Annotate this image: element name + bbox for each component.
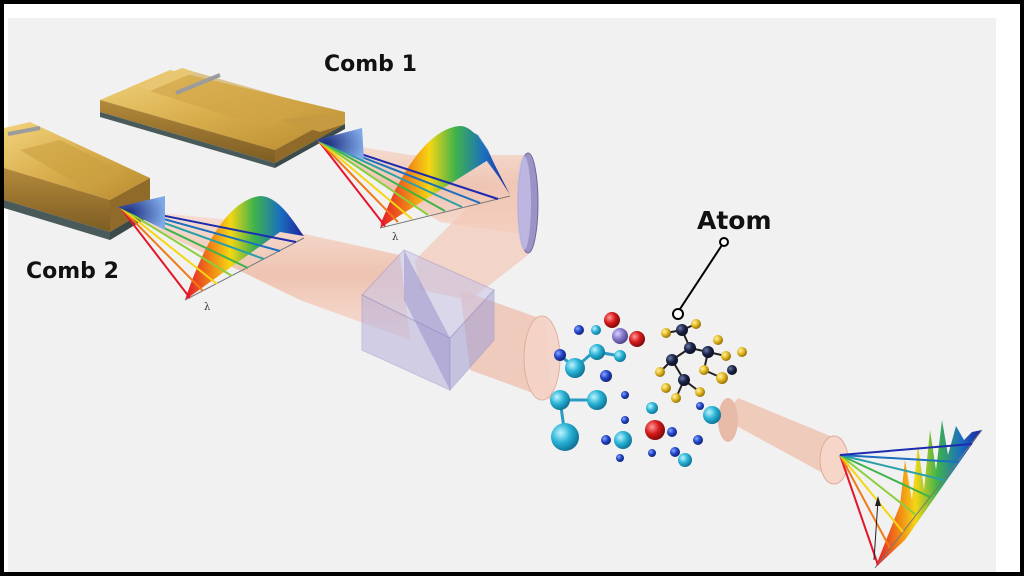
beamsplitter-cube bbox=[361, 249, 495, 392]
atom-pointer bbox=[672, 237, 729, 320]
comb2-label: Comb 2 bbox=[26, 259, 119, 284]
molecules bbox=[550, 312, 747, 467]
combined-beam-face bbox=[523, 315, 561, 401]
comb1-lambda-label: λ bbox=[392, 232, 399, 243]
comb1-label: Comb 1 bbox=[324, 52, 417, 77]
comb1-chip bbox=[100, 68, 345, 168]
comb2-spectrum-fan: λ bbox=[118, 196, 305, 313]
comb1-cone bbox=[316, 128, 364, 160]
comb1-spectrum-fan: λ bbox=[316, 126, 511, 243]
comb2-beam bbox=[130, 210, 410, 340]
output-spectrum bbox=[839, 420, 983, 569]
comb2-cone bbox=[118, 196, 165, 230]
output-beam bbox=[718, 398, 849, 485]
mirror bbox=[517, 152, 539, 254]
atom-label: Atom bbox=[697, 206, 772, 235]
comb2-lambda-label: λ bbox=[204, 302, 211, 313]
comb2-chip bbox=[4, 122, 150, 240]
laser-beams bbox=[130, 140, 561, 401]
